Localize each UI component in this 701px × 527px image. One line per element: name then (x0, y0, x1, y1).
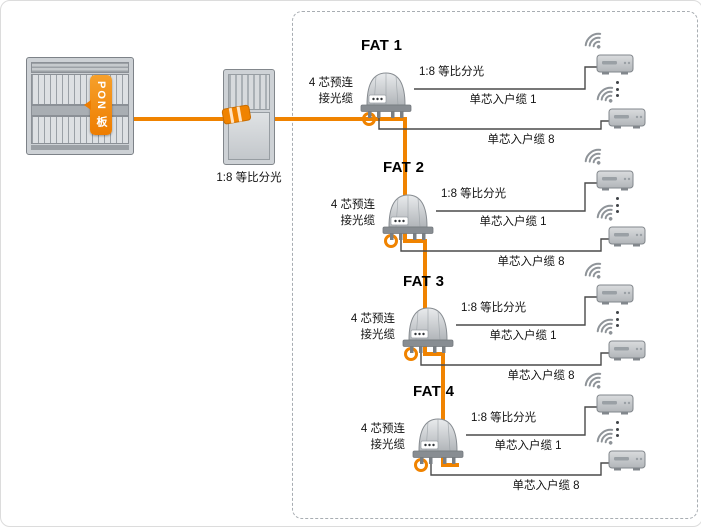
drop-cable-line-1 (466, 406, 597, 436)
drop-cable-line-8 (378, 109, 609, 130)
feeder-cable-label: 4 芯预连 接光缆 (308, 77, 353, 106)
router-device (582, 369, 634, 416)
fat-device (382, 194, 434, 241)
drop-cable-1-label: 单芯入户缆 1 (479, 216, 547, 228)
distribution-zone-border (292, 11, 698, 519)
drop-cable-8-label: 单芯入户缆 8 (507, 370, 575, 382)
router-device (594, 315, 646, 362)
olt-card-shelf-lower (31, 116, 129, 144)
drop-cable-8-label: 单芯入户缆 8 (512, 480, 580, 492)
olt-control-board (31, 105, 129, 116)
fat-title: FAT 2 (383, 159, 425, 176)
splitter-caption: 1:8 等比分光 (216, 172, 282, 184)
drop-cable-line-1 (456, 296, 597, 326)
olt-fan-tray (31, 62, 129, 73)
feeder-cable-label: 4 芯预连 接光缆 (350, 313, 395, 342)
fat-title: FAT 1 (361, 37, 403, 54)
drop-cable-1-label: 单芯入户缆 1 (489, 330, 557, 342)
split-ratio-label: 1:8 等比分光 (441, 188, 507, 200)
fat-device (402, 307, 454, 354)
split-ratio-label: 1:8 等比分光 (419, 66, 485, 78)
fiber-spool-icon (221, 104, 252, 125)
router-device (594, 201, 646, 248)
drop-cable-line-1 (436, 182, 597, 212)
fat-title: FAT 4 (413, 383, 455, 400)
router-device (594, 83, 646, 130)
split-ratio-label: 1:8 等比分光 (471, 412, 537, 424)
more-routers-ellipsis (616, 81, 619, 97)
more-routers-ellipsis (616, 311, 619, 327)
olt-card-shelf-upper (31, 74, 129, 105)
drop-cable-8-label: 单芯入户缆 8 (497, 256, 565, 268)
drop-cable-line-1 (414, 66, 597, 90)
router-device (582, 29, 634, 76)
fat-device (360, 72, 412, 119)
drop-cable-1-label: 单芯入户缆 1 (469, 94, 537, 106)
fat-title: FAT 3 (403, 273, 445, 290)
olt-chassis: PON 板 (26, 57, 134, 155)
router-device (594, 425, 646, 472)
router-device (582, 145, 634, 192)
more-routers-ellipsis (616, 421, 619, 437)
pon-board-badge: PON 板 (84, 75, 112, 135)
drop-cable-line-8 (400, 231, 609, 252)
drop-cable-1-label: 单芯入户缆 1 (494, 440, 562, 452)
splitter-cabinet-ribs (228, 74, 270, 110)
olt-base (31, 145, 129, 150)
more-routers-ellipsis (616, 197, 619, 213)
drop-cable-line-8 (430, 455, 609, 476)
drop-cable-8-label: 单芯入户缆 8 (487, 134, 555, 146)
fat-device (412, 418, 464, 465)
drop-cable-line-8 (420, 345, 609, 366)
feeder-cable-label: 4 芯预连 接光缆 (360, 423, 405, 452)
feeder-cable-label: 4 芯预连 接光缆 (330, 199, 375, 228)
split-ratio-label: 1:8 等比分光 (461, 302, 527, 314)
router-device (582, 259, 634, 306)
